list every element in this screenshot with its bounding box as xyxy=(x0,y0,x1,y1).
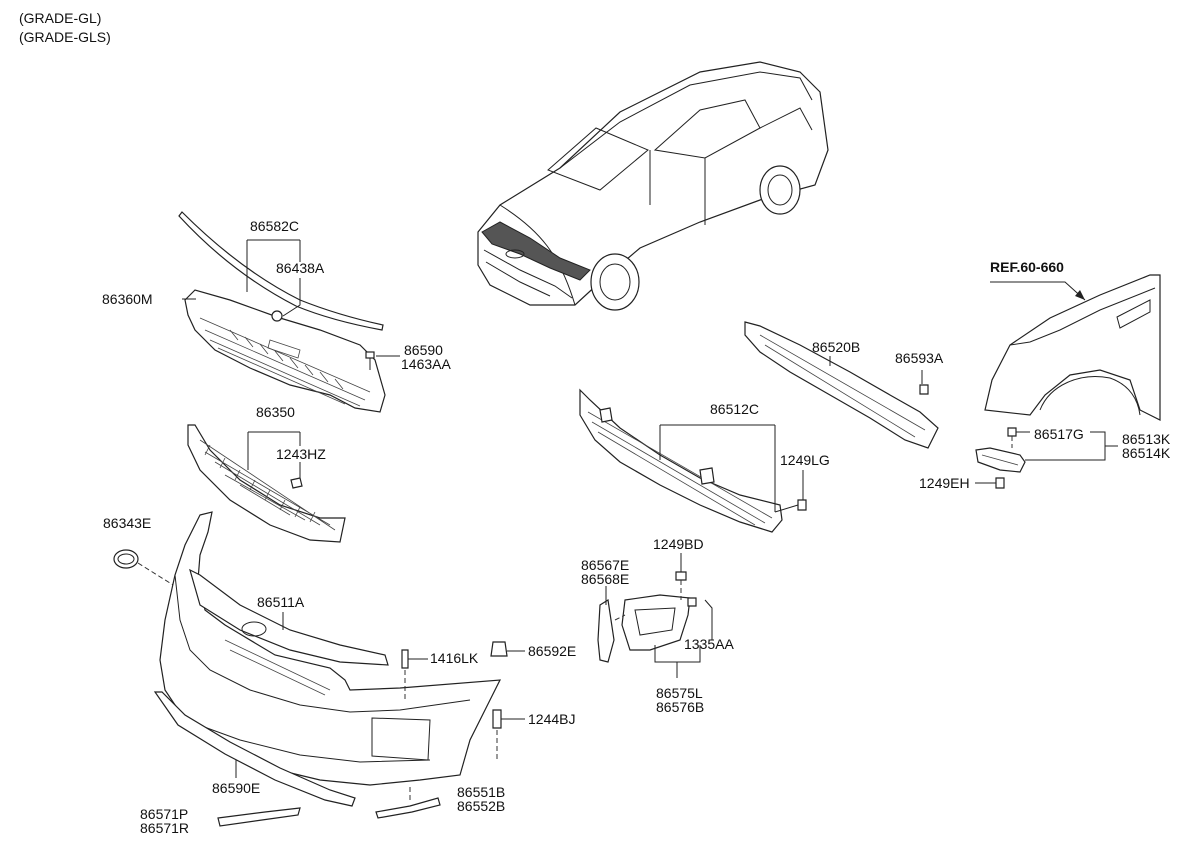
bracket-86575L xyxy=(621,594,691,651)
part-label-86551B[interactable]: 86551B xyxy=(457,784,506,800)
part-label-86514K[interactable]: 86514K xyxy=(1122,445,1171,461)
bolt-1249BD xyxy=(675,571,687,600)
reference-label[interactable]: REF.60-660 xyxy=(990,259,1064,275)
upper-cover-86360M xyxy=(184,289,386,413)
part-label-86568E[interactable]: 86568E xyxy=(581,571,630,587)
part-label-86575L[interactable]: 86575L xyxy=(656,685,703,701)
part-label-86350[interactable]: 86350 xyxy=(256,404,295,420)
part-label-86567E[interactable]: 86567E xyxy=(581,557,630,573)
part-label-86582C[interactable]: 86582C xyxy=(250,218,300,234)
part-label-86590E[interactable]: 86590E xyxy=(212,780,261,796)
part-label-86511A[interactable]: 86511A xyxy=(257,594,305,610)
bracket-86567E xyxy=(597,599,615,663)
part-label-1249BD[interactable]: 1249BD xyxy=(653,536,704,552)
part-label-86343E[interactable]: 86343E xyxy=(103,515,152,531)
grade-label-gl: (GRADE-GL) xyxy=(19,10,102,26)
part-label-86571R[interactable]: 86571R xyxy=(140,820,190,836)
clip-86517G xyxy=(1007,427,1017,448)
part-label-1249EH[interactable]: 1249EH xyxy=(919,475,970,491)
leader-lines-grille xyxy=(247,431,301,478)
bolt-1244BJ xyxy=(492,709,525,760)
nut-86592E xyxy=(490,641,525,657)
bolt-86590 xyxy=(365,351,375,370)
part-label-86552B[interactable]: 86552B xyxy=(457,798,506,814)
part-label-1416LK[interactable]: 1416LK xyxy=(430,650,479,666)
molding-86571P xyxy=(217,807,301,827)
screw-1249EH xyxy=(995,477,1005,489)
part-label-86517G[interactable]: 86517G xyxy=(1034,426,1084,442)
fender-reference-drawing xyxy=(984,274,1161,421)
part-label-86438A[interactable]: 86438A xyxy=(276,260,325,276)
part-label-1463AA[interactable]: 1463AA xyxy=(401,356,451,372)
part-label-86512C[interactable]: 86512C xyxy=(710,401,760,417)
part-label-1244BJ[interactable]: 1244BJ xyxy=(528,711,576,727)
part-label-86571P[interactable]: 86571P xyxy=(140,806,189,822)
part-label-86592E[interactable]: 86592E xyxy=(528,643,577,659)
lower-spoiler-86590E xyxy=(153,691,356,807)
screw-1243HZ xyxy=(290,477,303,489)
part-label-86576B[interactable]: 86576B xyxy=(656,699,705,715)
molding-86551B xyxy=(375,786,441,819)
bracket-86513K xyxy=(975,447,1026,473)
energy-absorber-86520B xyxy=(744,321,939,449)
part-label-1335AA[interactable]: 1335AA xyxy=(684,636,734,652)
upper-molding-86582C xyxy=(178,211,384,331)
lower-grille-86512C xyxy=(579,388,783,533)
part-label-1249LG[interactable]: 1249LG xyxy=(780,452,830,468)
screw-1249LG xyxy=(797,499,807,511)
part-label-1243HZ[interactable]: 1243HZ xyxy=(276,446,326,462)
clip-1416LK xyxy=(401,649,428,700)
leader-lines-fender-bracket xyxy=(975,431,1118,484)
clip-86438A xyxy=(271,310,283,322)
part-label-86360M[interactable]: 86360M xyxy=(102,291,153,307)
radiator-grille-86350 xyxy=(187,424,346,543)
leader-lines-absorber xyxy=(829,356,923,384)
car-illustration xyxy=(477,61,829,311)
nut-1335AA xyxy=(687,597,697,607)
part-label-86593A[interactable]: 86593A xyxy=(895,350,944,366)
part-label-86520B[interactable]: 86520B xyxy=(812,339,861,355)
leader-lines-brackets xyxy=(605,553,713,678)
part-label-86513K[interactable]: 86513K xyxy=(1122,431,1171,447)
leader-lines-upper xyxy=(182,239,400,357)
leader-lines-lower-grille xyxy=(659,424,804,513)
grille-molding-86511A xyxy=(189,568,389,666)
grade-label-gls: (GRADE-GLS) xyxy=(19,29,111,45)
part-label-86590[interactable]: 86590 xyxy=(404,342,443,358)
clip-86593A xyxy=(919,384,929,395)
